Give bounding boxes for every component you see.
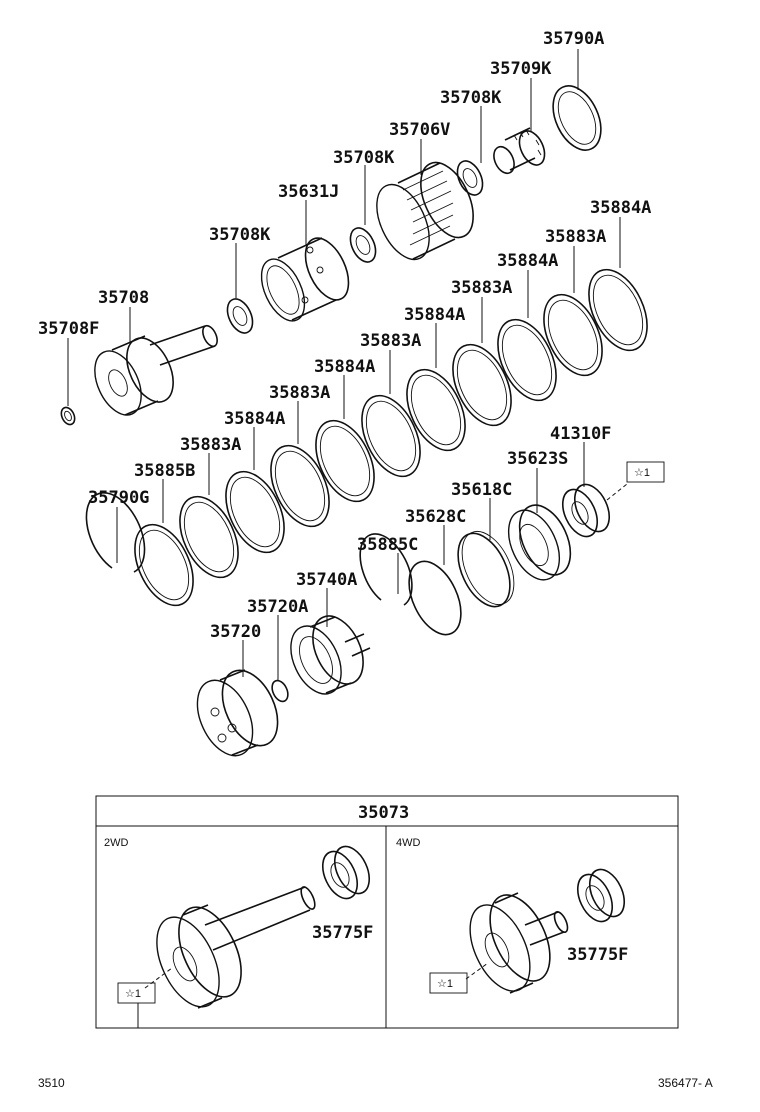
part-35883A-plate-1 [543, 293, 603, 377]
label-35883A-1: 35883A [545, 227, 606, 247]
label-35709K: 35709K [490, 59, 552, 79]
part-35884A-plate-3 [406, 368, 466, 452]
svg-text:☆1: ☆1 [437, 978, 453, 990]
part-35790A-ring [552, 85, 602, 151]
star-tag-2wd: ☆1 [117, 982, 156, 1004]
label-35775F-2wd: 35775F [312, 923, 373, 943]
label-35706V: 35706V [389, 120, 450, 140]
footer-left-code: 3510 [38, 1076, 65, 1090]
label-35790G: 35790G [88, 488, 149, 508]
label-35628C: 35628C [405, 507, 466, 527]
part-35618C-seal [507, 504, 572, 581]
label-35884A-3: 35884A [404, 305, 465, 325]
part-35623S-bearing [561, 483, 611, 538]
label-41310F: 41310F [550, 424, 611, 444]
part-35706V-drum [376, 161, 474, 261]
part-35884A-plate-2 [497, 318, 557, 402]
label-35708K-upper: 35708K [440, 88, 502, 108]
label-35884A-2: 35884A [497, 251, 558, 271]
label-35883A-2: 35883A [451, 278, 512, 298]
label-35708F: 35708F [38, 319, 99, 339]
label-35708K-lower: 35708K [209, 225, 271, 245]
star-tag-top: ☆1 [626, 461, 665, 483]
label-35884A-4: 35884A [314, 357, 375, 377]
part-35885C-plate [408, 560, 462, 636]
label-35631J: 35631J [278, 182, 339, 202]
part-35720A-washer [271, 679, 289, 703]
assembly-box-35073 [95, 795, 679, 1029]
part-35709K-gear-shaft [493, 127, 546, 175]
svg-text:☆1: ☆1 [125, 988, 141, 1000]
part-35883A-plate-4 [270, 444, 330, 528]
part-35708-shaft [94, 324, 218, 416]
label-35884A-5: 35884A [224, 409, 285, 429]
label-35740A: 35740A [296, 570, 357, 590]
label-35775F-4wd: 35775F [567, 945, 628, 965]
part-35883A-plate-5 [179, 495, 239, 579]
4wd-bearing [576, 868, 626, 923]
label-35884A-1: 35884A [590, 198, 651, 218]
4wd-output-shaft [469, 892, 569, 994]
assembly-number: 35073 [358, 803, 409, 823]
label-35790A: 35790A [543, 29, 604, 49]
label-35883A-3: 35883A [360, 331, 421, 351]
part-35790G-snap-ring [85, 492, 146, 573]
label-35885B: 35885B [134, 461, 195, 481]
part-35883A-plate-3 [361, 394, 421, 478]
part-snap-ring-lower [359, 533, 413, 606]
label-35708: 35708 [98, 288, 149, 308]
label-35883A-4: 35883A [269, 383, 330, 403]
part-35628C-ring [457, 531, 515, 608]
part-35885B-plate [134, 523, 194, 607]
part-35708K-washer-upper [456, 160, 484, 196]
part-35884A-plate-1 [588, 268, 648, 352]
label-35708K-middle: 35708K [333, 148, 395, 168]
svg-text:☆1: ☆1 [634, 467, 650, 479]
label-35623S: 35623S [507, 449, 568, 469]
2wd-bearing [321, 845, 371, 900]
label-35883A-5: 35883A [180, 435, 241, 455]
star-tag-4wd: ☆1 [429, 972, 468, 994]
2wd-output-shaft [156, 886, 316, 1009]
variant-4wd-label: 4WD [396, 837, 421, 849]
label-35720: 35720 [210, 622, 261, 642]
part-35740A-drum [290, 615, 371, 695]
part-35884A-plate-4 [315, 419, 375, 503]
part-35708K-washer-lower [226, 298, 254, 334]
part-35883A-plate-2 [452, 343, 512, 427]
variant-2wd-label: 2WD [104, 837, 129, 849]
part-35708K-washer-middle [349, 227, 377, 263]
footer-right-code: 356477- A [658, 1076, 713, 1090]
label-35618C: 35618C [451, 480, 512, 500]
label-35885C: 35885C [357, 535, 418, 555]
part-35708F-bushing [60, 406, 76, 426]
part-35631J-hub [260, 237, 350, 322]
part-35884A-plate-5 [225, 470, 285, 554]
label-35720A: 35720A [247, 597, 308, 617]
part-35720-carrier [196, 669, 279, 757]
